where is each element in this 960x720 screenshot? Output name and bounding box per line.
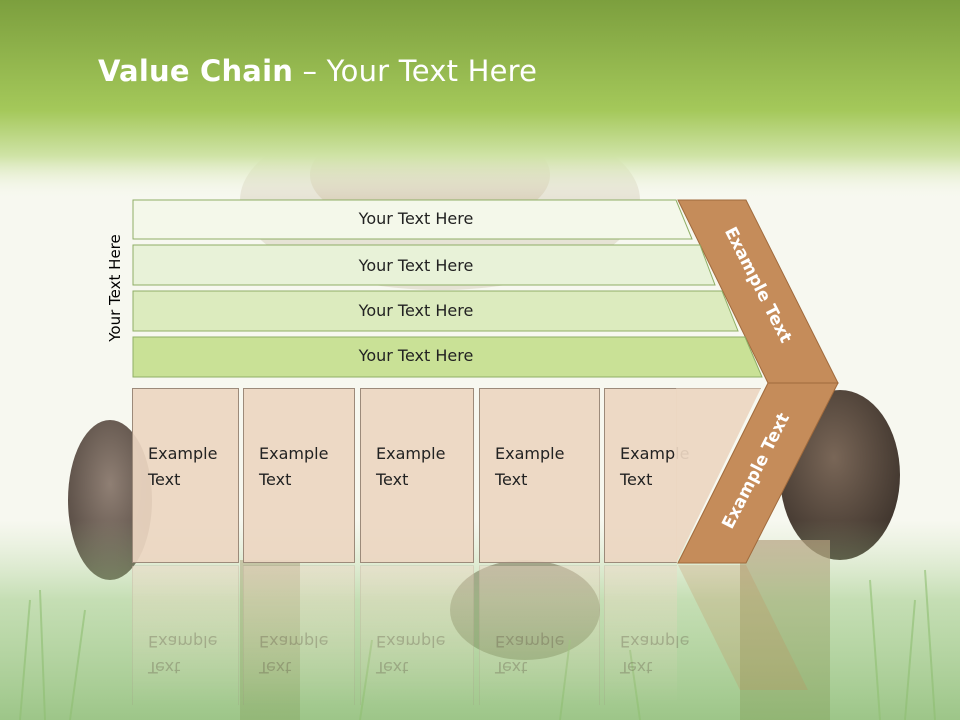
box-4-line1: Example: [495, 444, 565, 463]
row-label-1: Your Text Here: [358, 209, 474, 228]
box-3-line2: Text: [376, 470, 409, 489]
page-title: Value Chain – Your Text Here: [98, 54, 537, 88]
row-shape-2: [132, 244, 716, 286]
title-rest: – Your Text Here: [293, 54, 538, 88]
box-4-line2: Text: [495, 470, 528, 489]
row-shape-4: [132, 336, 763, 378]
box-1-line2: Text: [148, 470, 181, 489]
box-2-line1: Example: [259, 444, 329, 463]
row-label-2: Your Text Here: [358, 256, 474, 275]
box-3-line1: Example: [376, 444, 446, 463]
chevron-arrow-lower: [677, 382, 839, 564]
box-5-line2: Text: [620, 470, 653, 489]
side-label: Your Text Here: [106, 234, 124, 342]
row-label-4: Your Text Here: [358, 346, 474, 365]
title-bold: Value Chain: [98, 54, 294, 88]
box-2-line2: Text: [259, 470, 292, 489]
box-1-line1: Example: [148, 444, 218, 463]
box-5-line1: Example: [620, 444, 690, 463]
row-shape-1: [132, 199, 693, 240]
row-shape-3: [132, 290, 739, 332]
box-5-slant: [676, 388, 761, 563]
row-label-3: Your Text Here: [358, 301, 474, 320]
